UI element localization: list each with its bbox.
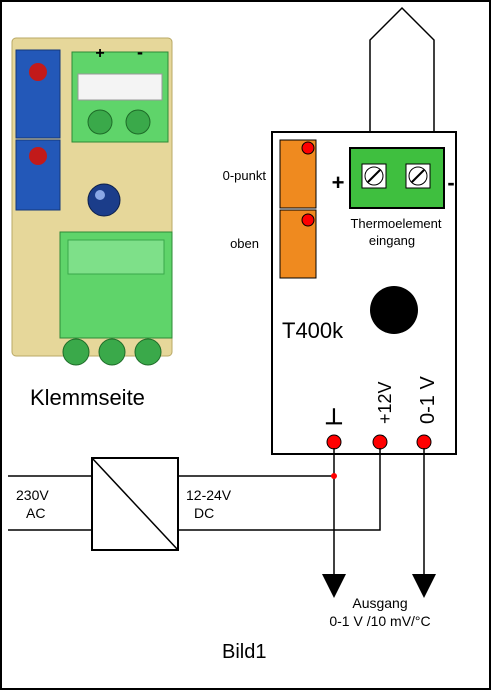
top-label: oben — [230, 236, 259, 251]
photo-terminal-bottom-top — [67, 239, 165, 275]
ac-label-line2: AC — [26, 505, 45, 521]
photo-plus-sign: + — [95, 45, 104, 62]
photo-bottom-screw-3 — [134, 338, 162, 366]
ground-junction — [331, 473, 337, 479]
input-label-line1: Thermoelement — [350, 216, 441, 231]
terminal-screw-left-slot — [367, 169, 381, 183]
dc-wire-12v — [178, 448, 381, 531]
input-label-line2: eingang — [369, 233, 415, 248]
figure-label: Bild1 — [222, 641, 266, 663]
pin-out-label: 0-1 V — [417, 376, 439, 424]
photo-minus-sign: - — [137, 42, 143, 62]
photo-terminal-screw-2 — [125, 109, 151, 135]
pin-12v — [372, 434, 388, 450]
photo-capacitor — [87, 183, 121, 217]
pin-12v-label: +12V — [375, 381, 395, 424]
input-plus-sign: + — [332, 170, 345, 195]
terminal-screw-right-slot — [411, 169, 425, 183]
zero-label: 0-punkt — [223, 168, 267, 183]
input-minus-sign: - — [447, 170, 454, 195]
pin-ground — [326, 434, 342, 450]
photo-terminal-label — [77, 73, 163, 101]
photo-capacitor-highlight — [95, 190, 105, 200]
photo-bottom-screw-2 — [98, 338, 126, 366]
module-name: T400k — [282, 318, 344, 343]
pin-output — [416, 434, 432, 450]
dc-label-line1: 12-24V — [186, 487, 232, 503]
zero-adjuster-screw — [301, 141, 315, 155]
ac-label-line1: 230V — [16, 487, 49, 503]
ground-symbol: ⊥ — [324, 404, 343, 429]
output-label-line2: 0-1 V /10 mV/°C — [329, 613, 430, 629]
output-arrow-signal — [412, 574, 436, 598]
output-arrow-ground — [322, 574, 346, 598]
module-knob — [370, 286, 418, 334]
wiring — [8, 448, 425, 578]
photo-caption: Klemmseite — [30, 385, 145, 410]
output-label-line1: Ausgang — [352, 595, 407, 611]
photo-terminal-screw-1 — [87, 109, 113, 135]
trimmer-bottom-screw — [29, 147, 47, 165]
board-photo: + - — [11, 37, 173, 366]
power-supply-diagonal — [91, 457, 179, 551]
thermocouple-probe — [369, 6, 435, 148]
span-adjuster-screw — [301, 213, 315, 227]
photo-bottom-screw-1 — [62, 338, 90, 366]
trimmer-top-screw — [29, 63, 47, 81]
dc-label-line2: DC — [194, 505, 214, 521]
